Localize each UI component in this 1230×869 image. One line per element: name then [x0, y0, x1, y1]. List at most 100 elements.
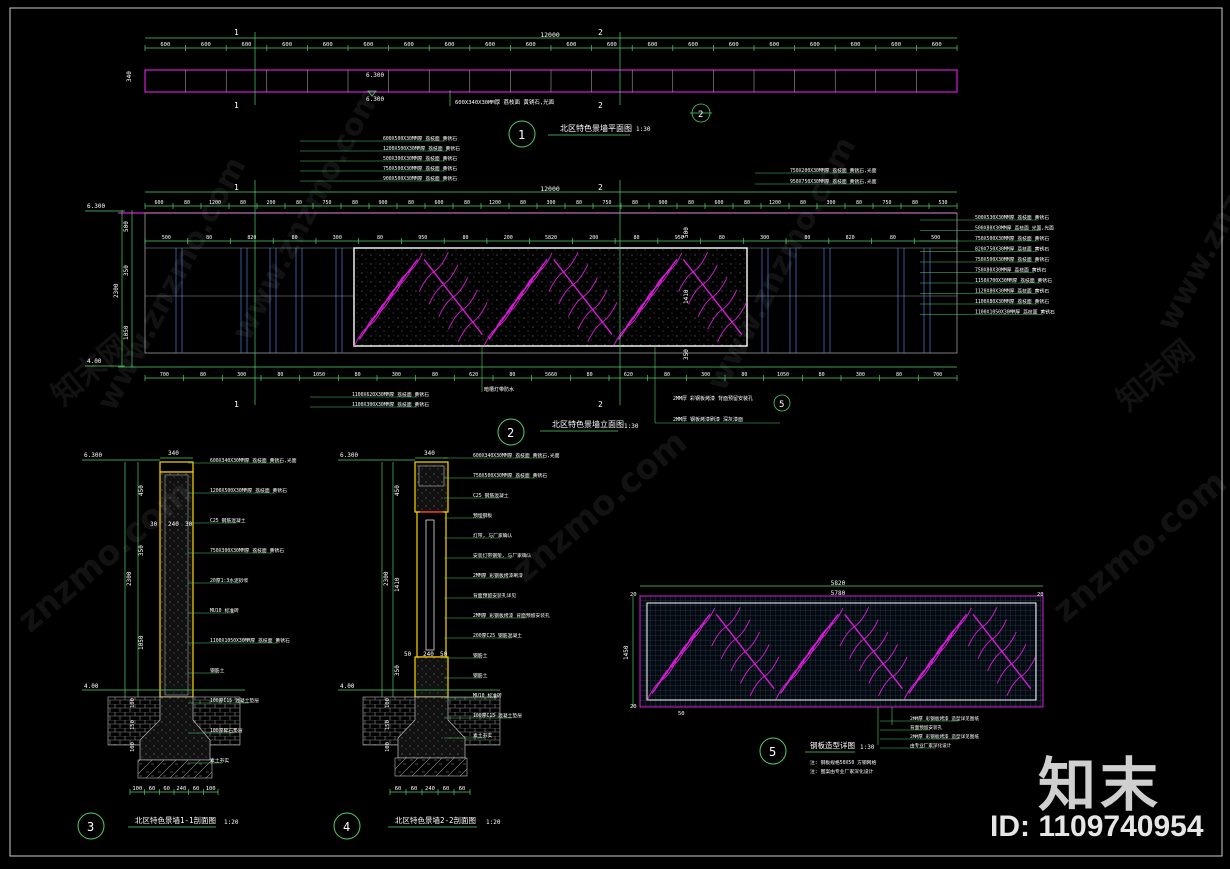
d5-leaf-vein: [849, 638, 865, 659]
elev-note-top-right-text: 750X200X30MM厚 荔枝面 黄锈石,光面: [790, 167, 877, 174]
elev-leaf-vein: [647, 279, 663, 300]
s1-note-text: 20厚1:3水泥砂浆: [210, 577, 249, 584]
s2-left-bot-dim: 100: [385, 698, 391, 708]
plan-elev-bot: 6.300: [366, 96, 384, 103]
plan-dim-label: 600: [566, 42, 576, 48]
s2-gravel: [394, 757, 468, 777]
elev-mid-dim-label: 820: [247, 235, 256, 241]
s1-coping: [159, 461, 194, 473]
elev-top-dim-label: 200: [266, 200, 275, 206]
elev-leaf-vein: [717, 321, 733, 342]
elev-note-right-text: 750X80X30MM厚 荔枝面 黄锈石: [975, 267, 1046, 274]
s2-title: 北区特色景墙2-2剖面图: [395, 815, 476, 825]
panel-detail-view: 5820 5780 1450 20 20 20 50 2MM厚 彩钢板烤漆 造型…: [623, 580, 1044, 775]
s1-note-text: 100厚碎石垫层: [210, 727, 243, 734]
d5-leaf-vein: [740, 663, 756, 684]
d5-leaf-vein: [809, 634, 825, 655]
d5-height-dim: 1450: [623, 645, 630, 660]
plan-dim-label: 600: [729, 42, 739, 48]
plan-dim-label: 600: [201, 42, 211, 48]
elev-leaf-vein: [392, 272, 409, 293]
elev-bot-dim-label: 5660: [545, 372, 557, 378]
d5-leaf-vein: [818, 620, 834, 642]
d5-title: 钢板造型详图: [810, 740, 855, 750]
d5-leaf-vein: [789, 660, 805, 681]
elev-light-note: 暗槽灯带防水: [484, 386, 514, 393]
plan-joints: [185, 70, 917, 92]
elev-section-1-top: 1: [234, 183, 239, 192]
elev-leaf-vein: [452, 277, 469, 298]
elev-leaf-vein: [687, 284, 704, 305]
elev-leaf-vein: [354, 325, 370, 346]
elev-scale: 1:30: [624, 423, 639, 430]
d5-edge-dim-2: 20: [630, 704, 637, 710]
elev-bot-dim-label: 80: [819, 372, 825, 378]
elev-top-dim-label: 750: [882, 200, 891, 206]
leaf-pattern: [354, 252, 747, 346]
elev-top-dim-label: 80: [240, 200, 246, 206]
elev-bot-dim-label: 80: [741, 372, 747, 378]
elev-leaf-vein: [378, 292, 394, 314]
s1-title-circle: [77, 812, 105, 840]
elev-top-dim-label: 80: [800, 200, 806, 206]
d5-note-text: 2MM厚 彩钢板烤漆 造型详见图纸: [910, 715, 979, 722]
d5-leaf-vein: [918, 660, 934, 681]
d5-leaf-vein: [992, 619, 1008, 640]
elev-leaf-vein: [602, 302, 618, 323]
image-id-watermark: ID: 1109740954: [990, 810, 1204, 843]
s2-note-text: 2MM厚 彩钢板烤漆刷漆: [473, 572, 523, 579]
d5-leaf-vein: [700, 607, 716, 628]
d5-leaf-vein: [947, 620, 963, 642]
elev-note-top-text: 900X500X30MM厚 荔枝面 黄锈石: [383, 175, 457, 182]
elev-leaf-vein: [702, 264, 718, 285]
elev-top-dim-label: 300: [826, 200, 835, 206]
brand-watermark: 知末: [1038, 751, 1163, 819]
plan-dim-label: 600: [688, 42, 698, 48]
elev-detail-marker: [773, 394, 791, 412]
elev-mid-dim-label: 500: [931, 235, 940, 241]
elev-mid-dim-label: 200: [504, 235, 513, 241]
elev-top-dim-label: 80: [296, 200, 302, 206]
elev-top-dim-label: 80: [688, 200, 694, 206]
elev-leaf-vein: [397, 266, 414, 287]
d5-scale: 1:30: [860, 744, 875, 751]
plan-dim-label: 600: [445, 42, 455, 48]
s2-left-dim-2: 2300: [383, 571, 390, 586]
d5-inner-frame: [646, 602, 1037, 701]
elev-leaf-vein: [522, 272, 538, 293]
d5-outer-dim: 5820: [831, 580, 846, 587]
elev-note-right-text: 1100X80X30MM厚 荔枝面 黄锈石: [975, 298, 1049, 305]
d5-view-number: 5: [769, 745, 776, 759]
elev-note-right-text: 750X500X30MM厚 荔枝面 黄锈石: [975, 235, 1049, 242]
elev-section-2-bot: 2: [598, 400, 603, 409]
plan-dim-label: 600: [607, 42, 617, 48]
elev-mid-dim-label: 80: [206, 235, 212, 241]
s1-title: 北区特色景墙1-1剖面图: [135, 815, 216, 825]
elev-panel-note-1: 2MM厚 钢板烤漆刷漆 深灰漆面: [673, 416, 743, 423]
s2-note-text: 预埋钢板: [473, 512, 492, 519]
s1-note-text: 100厚C15 混凝土垫层: [210, 697, 259, 704]
elev-elev-bot: 4.00: [87, 358, 102, 365]
s2-note-text: 素土夯实: [473, 732, 492, 739]
elev-section-2-top: 2: [598, 183, 603, 192]
d5-leaf-vein: [942, 627, 958, 648]
elev-top-dim-label: 80: [408, 200, 414, 206]
elev-leaf-vein: [697, 296, 713, 317]
elev-leaf-vein: [503, 298, 519, 320]
d5-leaf-vein: [749, 675, 765, 697]
d5-leaf-vein: [656, 666, 672, 687]
plan-section-1-bot: 1: [234, 101, 239, 110]
s2-bot-dim-label: 60: [411, 786, 418, 792]
elev-note-right-text: 1150X700X30MM厚 荔枝面 黄锈石: [975, 277, 1052, 284]
elev-leaf-vein: [582, 277, 598, 298]
elev-leaf-vein: [666, 252, 683, 274]
elev-leaf-vein: [642, 285, 658, 306]
d5-leaf-vein: [903, 679, 919, 700]
d5-leaf-vein: [690, 620, 706, 642]
plan-dim-label: 600: [810, 42, 820, 48]
